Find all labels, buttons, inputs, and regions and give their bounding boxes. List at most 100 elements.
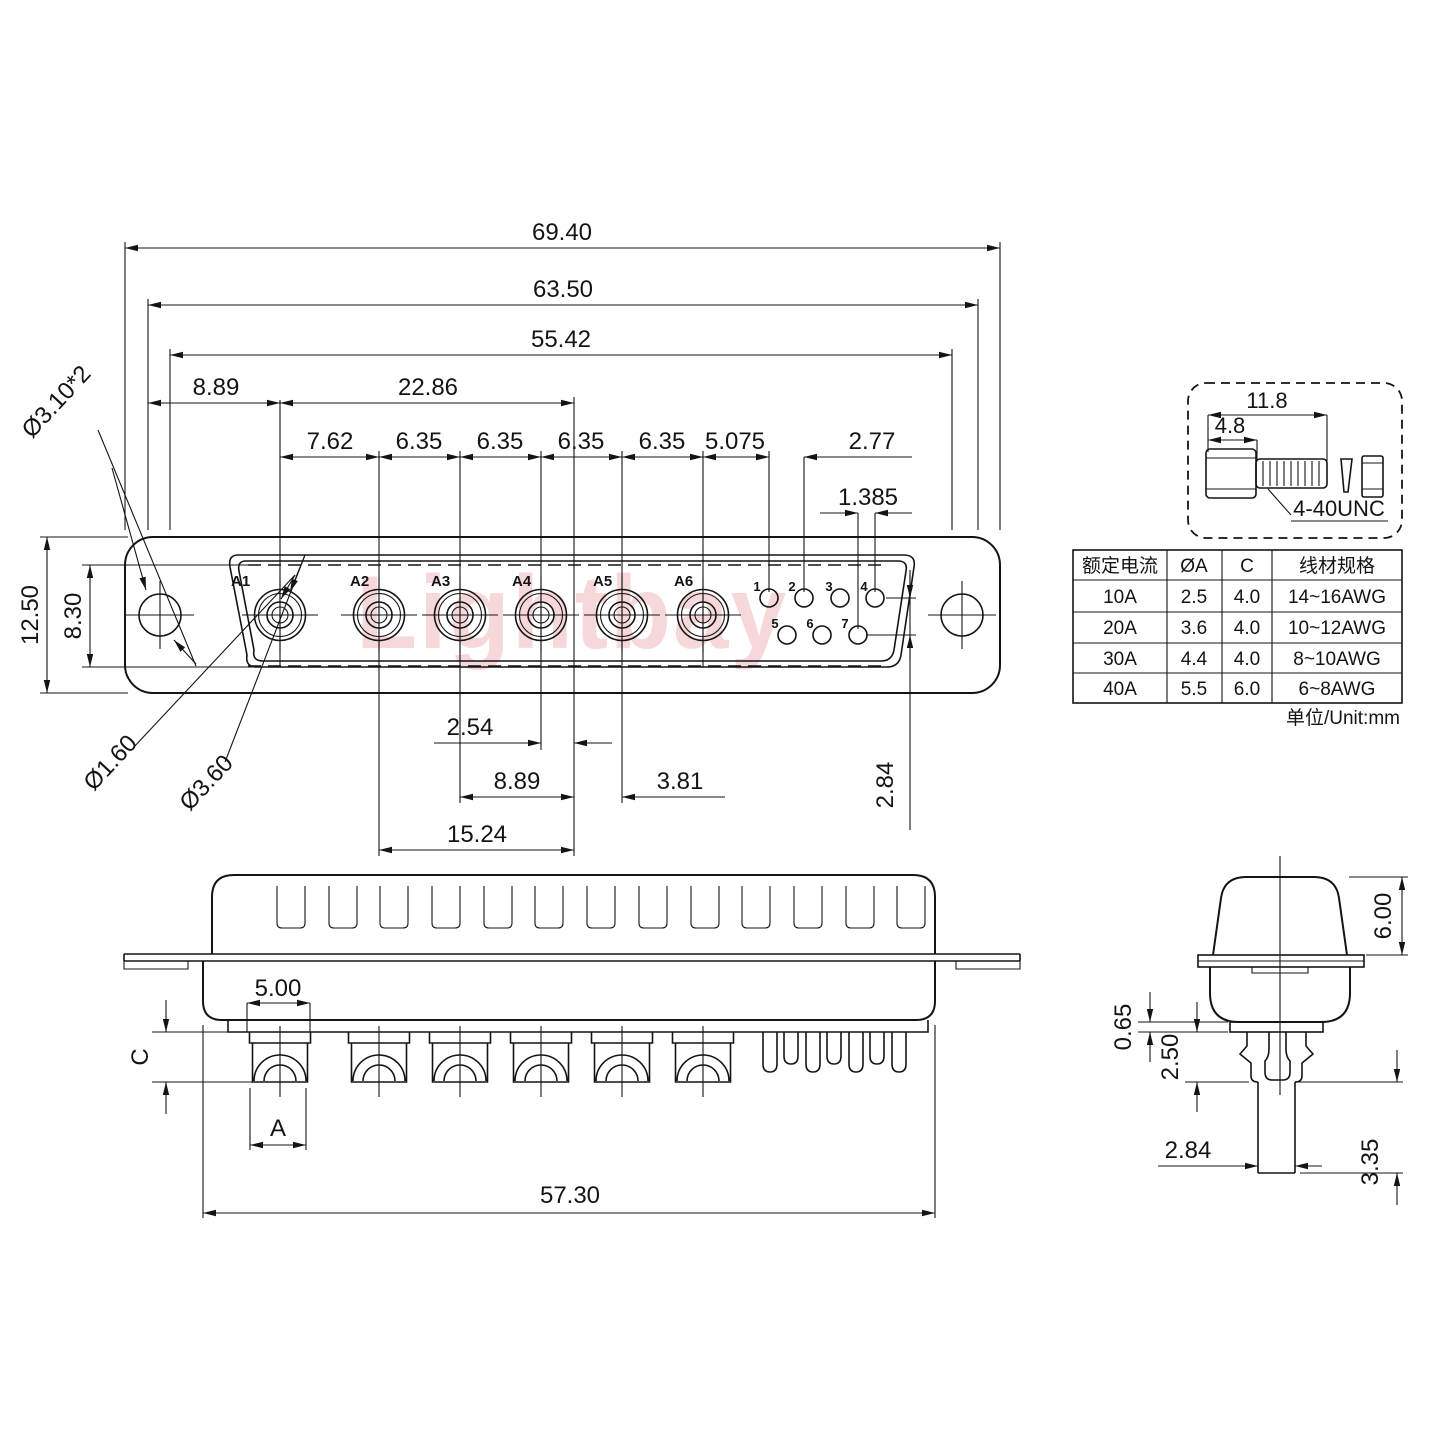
table-row-30a: 30A 4.4 4.0 8~10AWG — [1103, 649, 1381, 670]
table-row-40a: 40A 5.5 6.0 6~8AWG — [1103, 679, 1375, 700]
nut-part — [1361, 455, 1384, 498]
d-opening-outer — [228, 554, 916, 668]
side-view: 6.00 0.65 2.50 2.84 3.35 — [1110, 856, 1408, 1205]
mounting-flange — [123, 953, 1021, 970]
dimensions-left: 12.50 8.30 — [17, 537, 94, 693]
dim-c: C — [127, 1048, 154, 1065]
cell: 6.0 — [1234, 679, 1260, 700]
dim-contact-dia: Ø3.60 — [174, 750, 238, 816]
cell: 4.4 — [1181, 649, 1208, 670]
dim-8-89-bottom: 8.89 — [494, 768, 541, 795]
label-pin3: 3 — [825, 579, 832, 594]
front-view: 5.00 C A 57.30 — [123, 874, 1021, 1218]
detail-border — [1187, 382, 1403, 539]
thumbscrew — [1205, 448, 1328, 499]
dim-a: A — [270, 1115, 286, 1142]
th-dia-a: ØA — [1180, 556, 1208, 577]
cell: 2.5 — [1181, 587, 1207, 608]
cap-slots — [276, 886, 926, 929]
dim-1-385: 1.385 — [838, 484, 898, 511]
label-A1: A1 — [231, 573, 250, 590]
side-contact — [1238, 1032, 1315, 1174]
spec-table: 额定电流 ØA C 线材规格 10A 2.5 4.0 14~16AWG 20A … — [1072, 549, 1403, 729]
top-view: A1 A2 A3 A4 A5 A6 1 2 3 4 5 6 7 69.40 63… — [17, 219, 1001, 856]
label-A2: A2 — [350, 573, 369, 590]
cell: 8~10AWG — [1293, 649, 1380, 670]
label-pin2: 2 — [788, 579, 795, 594]
label-pin1: 1 — [753, 579, 760, 594]
dim-pitch-5: 6.35 — [639, 428, 686, 455]
dim-2-77: 2.77 — [849, 428, 896, 455]
dim-2-54: 2.54 — [447, 714, 494, 741]
dim-5-00: 5.00 — [255, 975, 302, 1002]
dim-2-84: 2.84 — [1165, 1137, 1212, 1164]
pin-6 — [812, 625, 832, 645]
dim-8-30: 8.30 — [60, 593, 87, 640]
th-wire: 线材规格 — [1299, 555, 1375, 577]
dim-pitch-1: 7.62 — [307, 428, 354, 455]
dim-pitch-3: 6.35 — [477, 428, 524, 455]
cell: 40A — [1103, 679, 1137, 700]
dim-12-50: 12.50 — [17, 585, 44, 645]
cell: 10~12AWG — [1288, 618, 1386, 639]
thread-spec: 4-40UNC — [1293, 496, 1385, 521]
label-A4: A4 — [512, 573, 532, 590]
label-pin6: 6 — [806, 616, 813, 631]
label-A5: A5 — [593, 573, 612, 590]
label-A6: A6 — [674, 573, 693, 590]
dim-6-00: 6.00 — [1370, 893, 1397, 940]
screw-detail: 11.8 4.8 4-40UNC — [1187, 382, 1403, 539]
dimensions-top: 69.40 63.50 55.42 8.89 22.86 7.62 6.35 6… — [125, 219, 1000, 517]
cell: 10A — [1103, 587, 1137, 608]
cell: 4.0 — [1234, 618, 1260, 639]
pin-5 — [777, 625, 797, 645]
dim-55-42: 55.42 — [531, 326, 591, 353]
label-A3: A3 — [431, 573, 450, 590]
cell: 20A — [1103, 618, 1137, 639]
flange-outline — [124, 536, 1001, 694]
insulator-strip — [227, 1020, 929, 1033]
insulator-dashed-edge — [248, 564, 884, 667]
dim-63-50: 63.50 — [533, 276, 593, 303]
th-current: 额定电流 — [1082, 555, 1158, 577]
dim-pitch-4: 6.35 — [558, 428, 605, 455]
cell: 5.5 — [1181, 679, 1207, 700]
connector-body — [202, 961, 936, 1021]
extension-lines — [40, 242, 1001, 856]
cell: 3.6 — [1181, 618, 1207, 639]
shell-cap — [211, 874, 936, 954]
dim-3-35: 3.35 — [1357, 1139, 1384, 1186]
wedge-part — [1340, 458, 1353, 493]
cell: 14~16AWG — [1288, 587, 1386, 608]
watermark: Lightbay — [356, 555, 788, 671]
mounting-hole-right — [928, 581, 996, 649]
mounting-hole-left — [126, 581, 194, 649]
dim-2-84-rows: 2.84 — [872, 762, 899, 809]
dim-8-89-top: 8.89 — [193, 374, 240, 401]
dim-57-30: 57.30 — [540, 1182, 600, 1209]
table-row-20a: 20A 3.6 4.0 10~12AWG — [1103, 618, 1386, 639]
table-row-10a: 10A 2.5 4.0 14~16AWG — [1103, 587, 1386, 608]
cell: 4.0 — [1234, 649, 1260, 670]
side-flange — [1197, 954, 1365, 974]
dimensions-bottom: 2.54 8.89 3.81 15.24 2.84 — [379, 574, 914, 854]
side-cap — [1212, 876, 1348, 956]
cell: 4.0 — [1234, 587, 1260, 608]
dim-15-24: 15.24 — [447, 821, 507, 848]
signal-tails — [762, 1032, 907, 1073]
dim-22-86: 22.86 — [398, 374, 458, 401]
dim-pin-dia: Ø1.60 — [78, 730, 142, 796]
cell: 30A — [1103, 649, 1137, 670]
solder-barrels — [248, 1026, 735, 1097]
side-view-dimensions: 6.00 0.65 2.50 2.84 3.35 — [1110, 876, 1408, 1205]
th-c: C — [1240, 556, 1254, 577]
cell: 6~8AWG — [1299, 679, 1376, 700]
dim-pitch-2: 6.35 — [396, 428, 443, 455]
unit-note: 单位/Unit:mm — [1286, 707, 1400, 729]
dim-11-8: 11.8 — [1246, 388, 1287, 413]
dim-0-65: 0.65 — [1110, 1004, 1137, 1051]
dim-pitch-6: 5.075 — [705, 428, 765, 455]
label-pin5: 5 — [771, 616, 778, 631]
